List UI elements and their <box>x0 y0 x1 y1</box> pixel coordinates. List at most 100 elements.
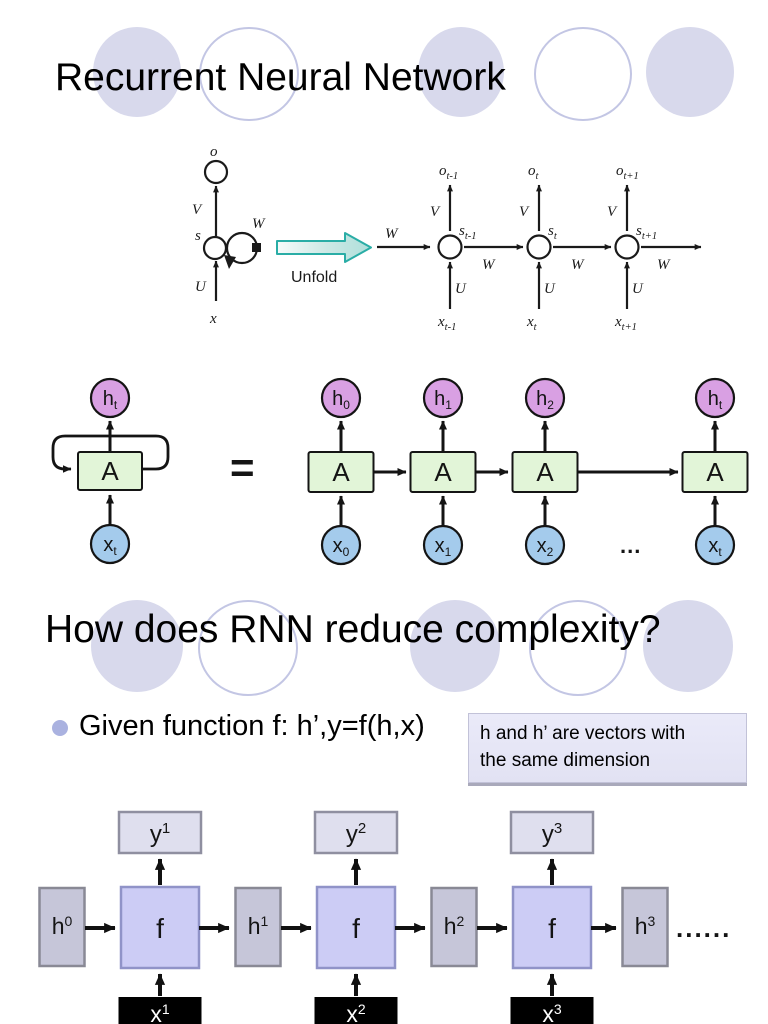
x-box <box>510 997 594 1024</box>
h-circle <box>320 377 362 419</box>
w-label: W <box>571 257 585 273</box>
h-circle-label: h2 <box>536 388 554 412</box>
rolled-rnn: o V s W U x <box>192 144 266 327</box>
y-box-label: y1 <box>150 820 170 848</box>
x-label: xt <box>526 314 538 333</box>
a-block <box>511 451 579 493</box>
u-label: U <box>632 281 644 297</box>
decor-ellipse <box>410 600 500 692</box>
s-label: s <box>195 228 201 244</box>
h-circle <box>694 377 736 419</box>
u-label: U <box>455 281 467 297</box>
x-circle <box>694 524 736 566</box>
chain-unit-0: h0 A x0 <box>307 377 407 566</box>
unfold-label: Unfold <box>291 269 337 286</box>
x-circle <box>320 524 362 566</box>
v-label: V <box>192 202 203 218</box>
h-circle <box>89 377 131 419</box>
x-circle-label: x1 <box>435 535 452 559</box>
note-line-1: h and h’ are vectors with <box>480 723 686 744</box>
note-box: h and h’ are vectors with the same dimen… <box>468 713 747 783</box>
slide-rnn-complexity: How does RNN reduce complexity? Given fu… <box>0 580 768 1024</box>
a-block-label: A <box>706 457 724 487</box>
u-label: U <box>195 279 207 295</box>
unfolded-step-2: ot+1 V st+1 U xt+1 W <box>607 163 702 333</box>
h-circle-label: h0 <box>332 388 350 412</box>
s-label: st <box>548 223 558 242</box>
f-chain-diagram: h0 h1 h2 h3 f f f y1 <box>38 810 729 1024</box>
state-node <box>202 235 228 261</box>
a-block-label: A <box>101 456 119 486</box>
decor-ellipse <box>93 27 181 117</box>
a-block <box>681 451 749 493</box>
x-box-label: x3 <box>542 1001 562 1024</box>
y-box-label: y3 <box>542 820 562 848</box>
x-label: xt+1 <box>614 314 637 333</box>
state-node <box>526 234 552 260</box>
recurrence-loop <box>51 434 170 473</box>
rnn-chain-diagram: ht A xt = h0 A x0 <box>51 377 749 566</box>
h-box-label: h1 <box>248 913 269 939</box>
slide2-title: How does RNN reduce complexity? <box>45 608 661 651</box>
note-line-2: the same dimension <box>480 750 651 771</box>
w-in-arrow: W <box>377 226 431 250</box>
a-block <box>77 451 143 491</box>
chain-unit-3: ht A xt <box>681 377 749 566</box>
x-circle-label: x2 <box>537 535 554 559</box>
state-node <box>437 234 463 260</box>
a-block-label: A <box>332 457 350 487</box>
y-box <box>117 810 203 855</box>
y-boxes: y1 y2 y3 <box>117 810 595 855</box>
x-box <box>314 997 398 1024</box>
s-label: st+1 <box>636 223 657 242</box>
h-circle-label: ht <box>103 388 118 412</box>
y-box-label: y2 <box>346 820 366 848</box>
v-label: V <box>519 204 530 220</box>
decor-ellipse <box>643 600 733 692</box>
h-box-label: h2 <box>444 913 465 939</box>
output-node <box>203 159 229 185</box>
x-circle-label: x0 <box>333 535 350 559</box>
fchain-arrows <box>85 858 617 996</box>
v-label: V <box>430 204 441 220</box>
chain-unit-1: h1 A x1 <box>409 377 509 566</box>
self-loop-arrowhead <box>224 255 236 269</box>
decor-ellipse <box>199 27 299 121</box>
h-box <box>234 886 282 968</box>
h-box-label: h0 <box>52 913 73 939</box>
x-box-label: x1 <box>150 1001 170 1024</box>
loop-square <box>252 243 261 252</box>
x-circle <box>89 523 131 565</box>
x-circle <box>422 524 464 566</box>
slide-recurrent-neural-network: Recurrent Neural Network o V <box>51 27 749 566</box>
x-box <box>118 997 202 1024</box>
w-in-label: W <box>385 226 399 242</box>
h-box-label: h3 <box>635 913 656 939</box>
f-block-label: f <box>156 913 164 944</box>
s-label: st-1 <box>459 223 477 242</box>
state-node <box>614 234 640 260</box>
h-box <box>621 886 669 968</box>
o-label: ot <box>528 163 540 182</box>
u-label: U <box>544 281 556 297</box>
f-block-label: f <box>352 913 360 944</box>
slide1-title: Recurrent Neural Network <box>55 56 506 99</box>
decor-ellipse <box>646 27 734 117</box>
f-block <box>315 885 397 970</box>
x-label: xt-1 <box>437 314 456 333</box>
o-label: ot-1 <box>439 163 458 182</box>
h-circle <box>422 377 464 419</box>
equals-sign: = <box>230 444 255 491</box>
x-circle-label: xt <box>708 535 722 559</box>
h-boxes: h0 h1 h2 h3 <box>38 886 669 968</box>
a-block-label: A <box>536 457 554 487</box>
f-blocks: f f f <box>119 885 593 970</box>
h-circle <box>524 377 566 419</box>
o-label: ot+1 <box>616 163 639 182</box>
bullet-icon <box>52 720 68 736</box>
bullet-text: Given function f: h’,y=f(h,x) <box>79 710 425 742</box>
chain-unit-2: h2 A x2 <box>511 377 679 566</box>
w-label: W <box>252 216 266 232</box>
unfold-arrow: Unfold <box>276 232 372 286</box>
decor-ellipse <box>534 27 632 121</box>
